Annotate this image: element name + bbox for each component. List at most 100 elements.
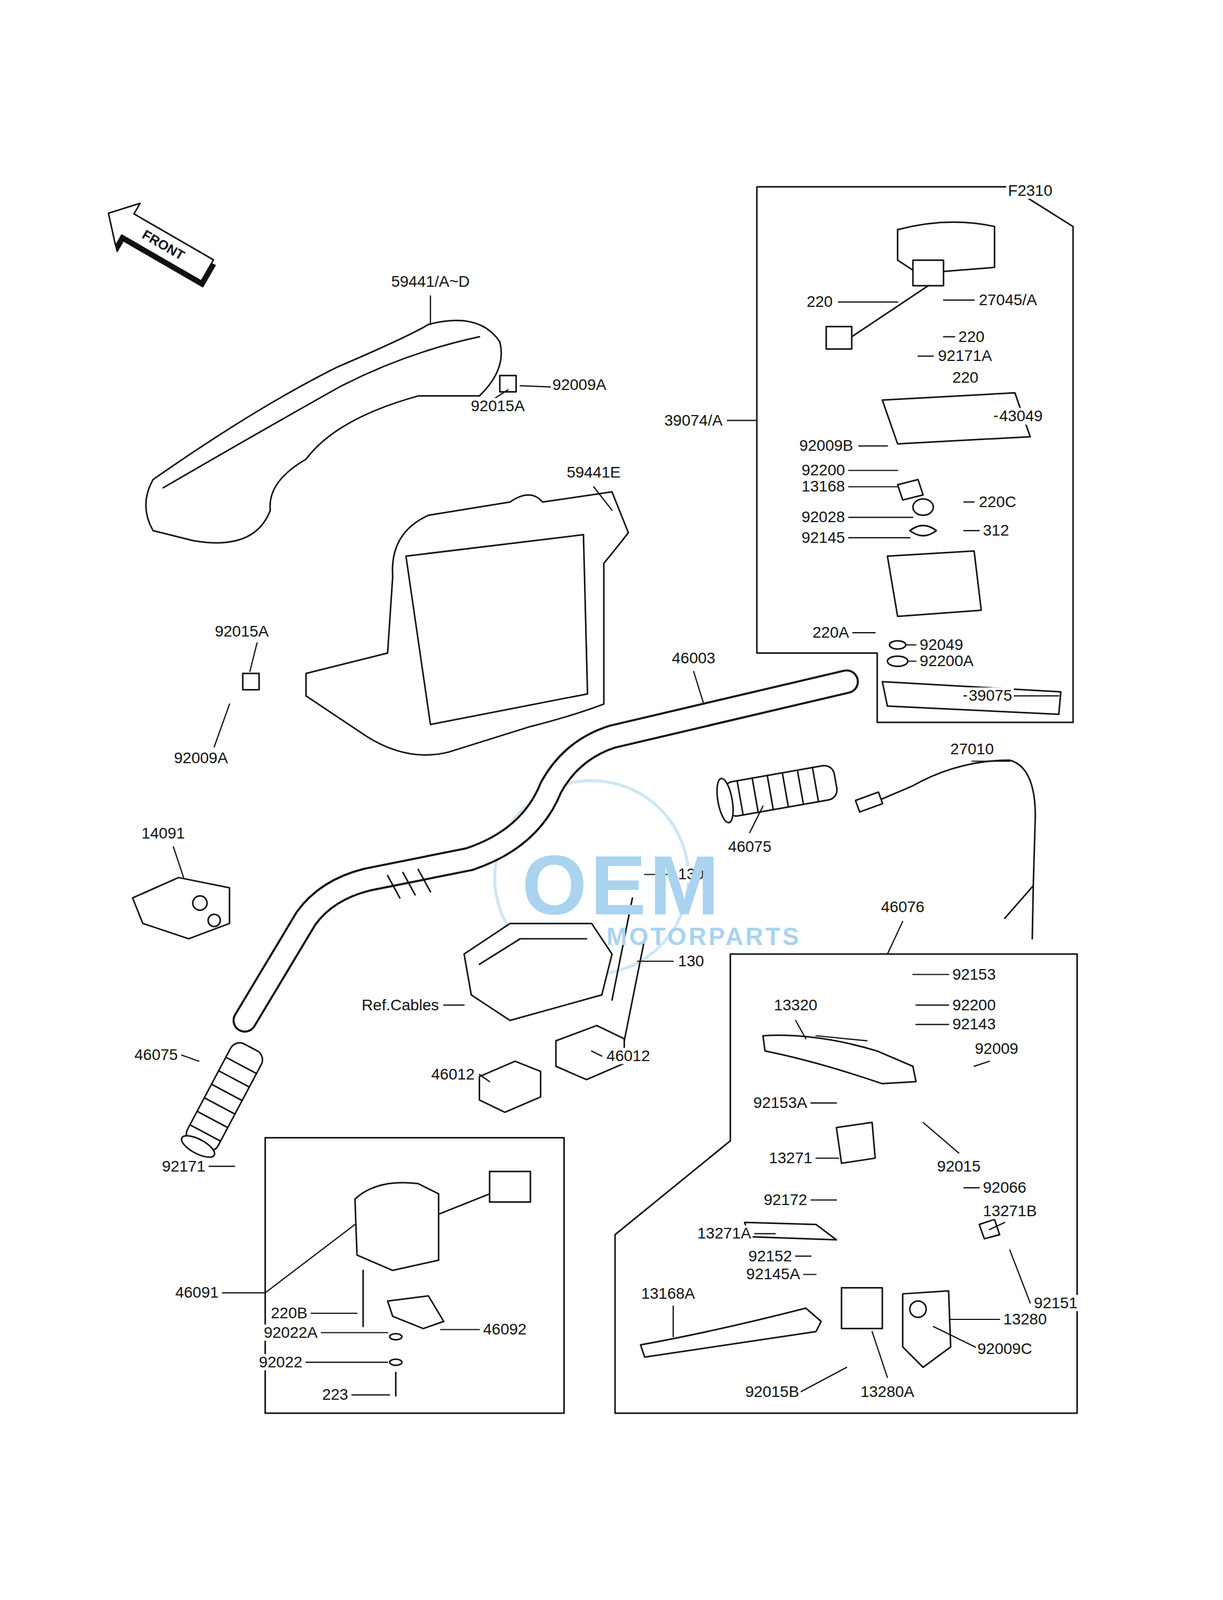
leader-line (181, 1054, 200, 1061)
leader-line (915, 1004, 949, 1006)
callout-number: 92015B (743, 1383, 801, 1400)
throttle-cable (855, 791, 883, 812)
leader-line (963, 529, 979, 531)
leader-line (852, 631, 876, 633)
leader-line (922, 1122, 959, 1153)
callout-number: 220C (977, 493, 1018, 510)
leader-line (351, 1393, 390, 1395)
switch-housing (909, 525, 937, 536)
leader-line (858, 445, 888, 447)
leader-line (912, 973, 949, 975)
leader-line (306, 1361, 388, 1363)
leader-line (905, 644, 916, 646)
lever-assembly (841, 1287, 883, 1328)
callout-number: 92153A (751, 1094, 810, 1111)
callout-number: 92200 (950, 996, 998, 1013)
callout-number: 92172 (762, 1191, 810, 1208)
leader-line (222, 1224, 356, 1293)
handlebar-switch (355, 1182, 439, 1270)
leader-line (443, 1004, 465, 1006)
switch-housing (897, 479, 924, 501)
leader-line (173, 846, 184, 878)
handlebar-switch (489, 1171, 531, 1202)
leader-line (907, 660, 917, 662)
callout-number: 92009A (550, 376, 609, 393)
leader-line (429, 295, 432, 325)
leader-line (209, 1165, 235, 1167)
grip (722, 763, 839, 818)
callout-number: 92151 (1032, 1294, 1080, 1311)
leader-line (848, 537, 911, 539)
switch-housing (889, 640, 906, 650)
grip (714, 776, 737, 824)
callout-number: 92022A (262, 1323, 320, 1341)
callout-number: 13271 (767, 1149, 815, 1166)
switch-housing (887, 655, 908, 666)
handlebar-cover (146, 320, 502, 543)
lever-assembly (744, 1221, 837, 1240)
callout-number: 13280 (1001, 1310, 1049, 1327)
leader-line (1009, 1249, 1031, 1303)
leader-line (848, 516, 913, 518)
callout-number: 92145A (744, 1265, 802, 1283)
bracket (463, 922, 612, 1021)
handlebar (244, 681, 847, 1021)
grip (178, 758, 840, 1161)
callout-number: 46076 (879, 898, 927, 915)
leader-line (727, 419, 757, 422)
leader-line (173, 295, 1060, 1395)
reference-note: Ref.Cables (360, 996, 442, 1013)
callout-number: 92200A (917, 653, 976, 670)
leader-line (693, 671, 704, 705)
callout-number: 43049 (997, 408, 1045, 425)
lever-assembly (909, 1300, 926, 1317)
handlebar (387, 868, 431, 898)
leader-line (972, 760, 1010, 762)
direction-label: FRONT (138, 226, 188, 264)
leader-line (593, 486, 612, 510)
leader-line (943, 299, 975, 301)
callout-number: 92200 (799, 461, 847, 478)
callout-number: 92015 (935, 1157, 983, 1174)
leader-line (963, 501, 974, 503)
callout-number: 92009A (172, 749, 230, 766)
bracket (479, 1060, 541, 1112)
throttle-cable (877, 760, 1036, 939)
leader-line (917, 355, 934, 357)
switch-housing (826, 221, 1062, 714)
leader-line (214, 703, 230, 747)
watermark: OEM (520, 841, 725, 930)
callout-number: 27045/A (977, 291, 1039, 308)
bracket (132, 877, 230, 939)
callout-number: 92009C (975, 1340, 1034, 1357)
grip (190, 1056, 257, 1141)
leader-line (974, 1060, 990, 1066)
lever-assembly (902, 1290, 951, 1367)
bracket (479, 938, 587, 965)
bracket (192, 895, 208, 911)
leader-line (943, 336, 955, 338)
callout-number: 92028 (799, 509, 847, 526)
callout-number: 46012 (605, 1047, 652, 1064)
group-frame (265, 1137, 565, 1413)
grip (178, 1038, 268, 1162)
grip (714, 758, 840, 824)
leader-line (749, 805, 763, 833)
callout-number: 312 (981, 521, 1012, 539)
callout-number: 220A (810, 624, 851, 641)
callout-number: 13168 (799, 478, 847, 495)
callout-number: 92022 (257, 1353, 304, 1370)
switch-housing (882, 681, 1061, 715)
callout-number: 92152 (746, 1247, 794, 1264)
leader-line (838, 301, 898, 303)
lever-assembly (640, 1035, 1000, 1367)
leader-line (915, 1023, 949, 1025)
throttle-cable (855, 760, 1036, 939)
leader-line (795, 1254, 811, 1256)
leader-line (887, 921, 903, 955)
watermark: MOTORPARTS (605, 923, 804, 950)
lever-assembly (762, 1035, 916, 1084)
callout-number: 59441/A~D (389, 273, 472, 290)
leader-line (591, 1050, 602, 1056)
